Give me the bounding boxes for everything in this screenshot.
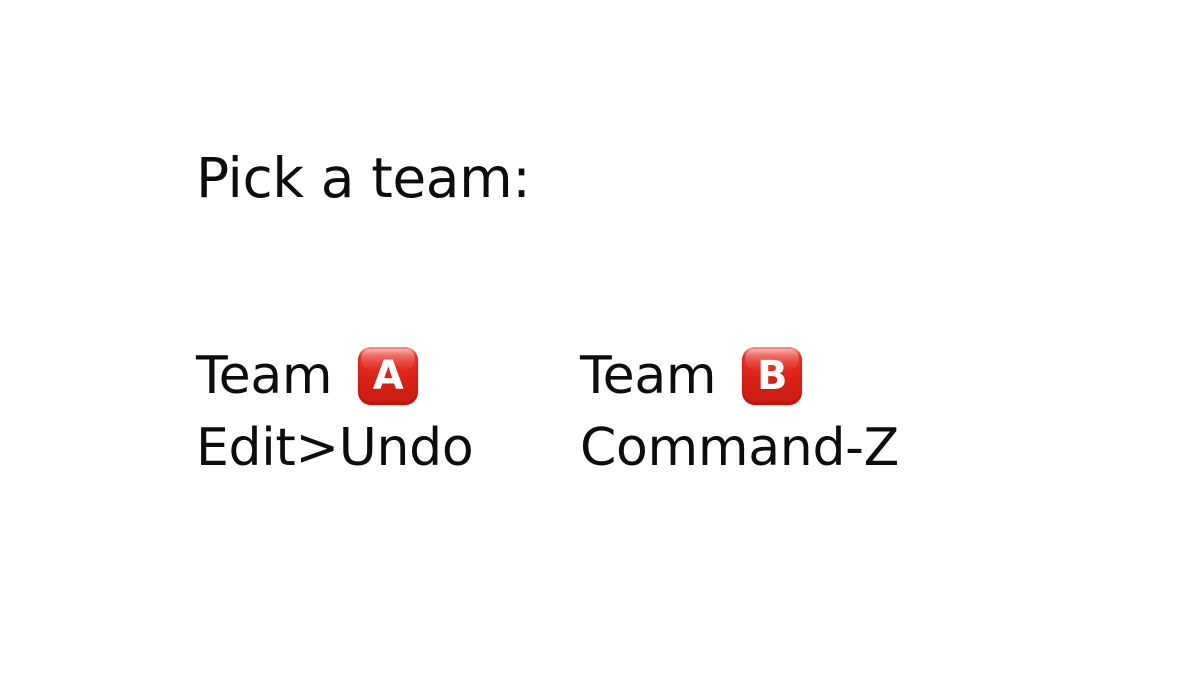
team-a-label: Team	[196, 346, 333, 406]
team-b-label: Team	[580, 346, 717, 406]
team-option-a[interactable]: Team A Edit>Undo	[196, 340, 474, 478]
a-button-emoji: A	[358, 347, 419, 405]
team-option-b[interactable]: Team B Command-Z	[580, 340, 899, 474]
b-button-emoji: B	[742, 347, 803, 405]
team-a-headline: Team A	[196, 340, 473, 412]
a-badge-body	[358, 347, 419, 405]
team-a-shortcut: Edit>Undo	[196, 418, 474, 478]
b-badge-letter: B	[757, 352, 788, 399]
b-badge-body	[742, 347, 803, 405]
team-b-headline: Team B	[580, 340, 899, 412]
page-title: Pick a team:	[196, 146, 531, 210]
team-b-shortcut: Command-Z	[580, 418, 899, 478]
a-badge-letter: A	[372, 352, 404, 399]
